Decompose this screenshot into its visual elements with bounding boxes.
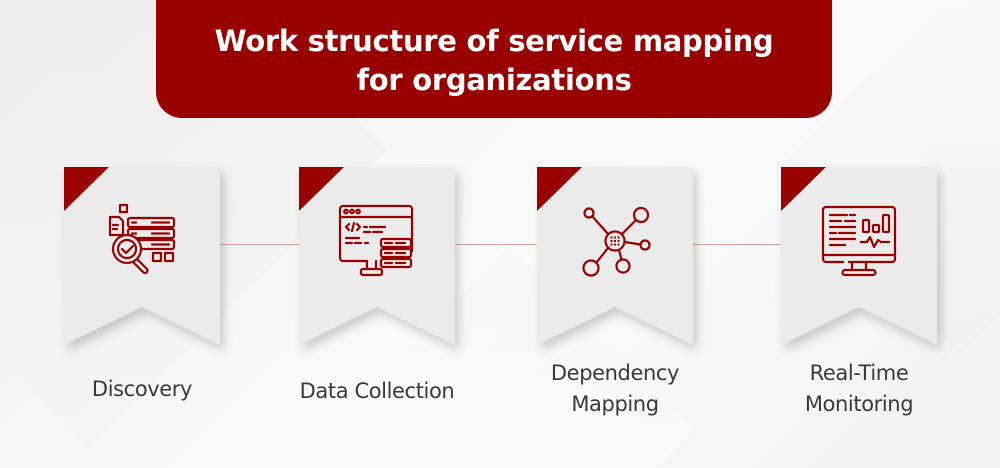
page-title: Work structure of service mapping for or… — [164, 22, 824, 100]
corner-accent — [64, 167, 109, 211]
step-label-discovery: Discovery — [91, 377, 193, 401]
card-ribbon-shape — [299, 167, 455, 345]
monitor-code-database-icon — [338, 204, 414, 277]
step-card-dependency-mapping — [537, 167, 693, 345]
server-search-check-icon — [108, 203, 176, 275]
step-label-data-collection: Data Collection — [299, 379, 455, 403]
step-card-real-time-monitoring — [781, 167, 937, 345]
title-line-1: Work structure of service mapping — [214, 24, 774, 58]
title-banner: Work structure of service mapping for or… — [156, 0, 832, 118]
step-card-data-collection — [299, 167, 455, 345]
step-label-line-2: Monitoring — [804, 392, 914, 416]
step-label-real-time-monitoring: Real-Time Monitoring — [744, 358, 974, 420]
connector-line — [220, 244, 299, 245]
network-hub-icon — [582, 206, 651, 277]
title-line-2: for organizations — [356, 63, 632, 97]
card-ribbon-shape — [537, 167, 693, 345]
step-label-line-1: Dependency — [550, 361, 680, 385]
connector-line — [455, 244, 537, 245]
corner-accent — [299, 167, 344, 211]
step-label-line-2: Mapping — [571, 392, 659, 416]
corner-accent — [781, 167, 826, 211]
monitor-dashboard-icon — [821, 205, 897, 277]
corner-accent — [537, 167, 582, 211]
step-label-line-1: Real-Time — [809, 361, 909, 385]
step-card-discovery — [64, 167, 220, 345]
card-ribbon-shape — [64, 167, 220, 345]
connector-line — [692, 244, 781, 245]
step-label-dependency-mapping: Dependency Mapping — [500, 358, 730, 420]
